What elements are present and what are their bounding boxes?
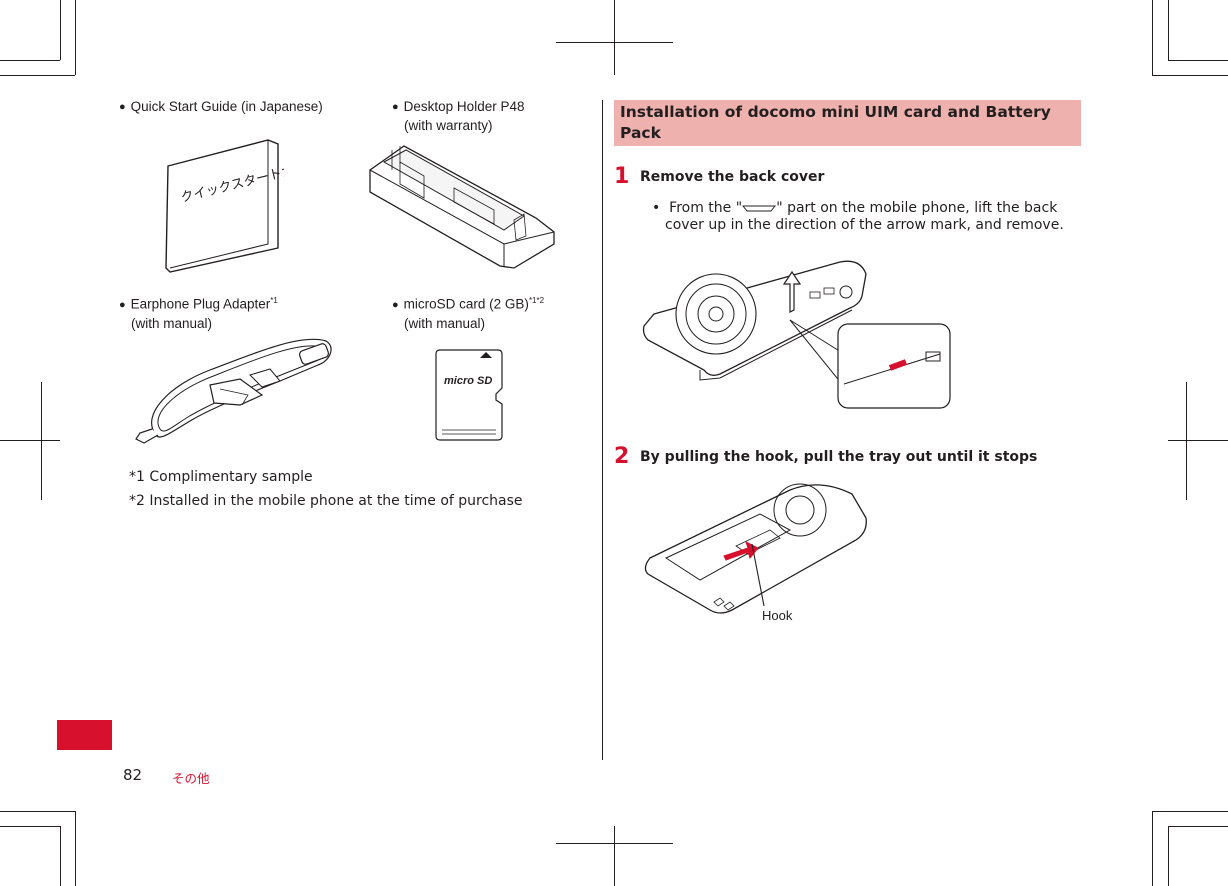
microsd-card-illustration: micro SD (435, 349, 503, 441)
microsd-logo: micro SD (444, 375, 492, 387)
quick-start-guide-illustration: クイックスタートガイド (165, 139, 284, 273)
step-1-description: • From the "" part on the mobile phone, … (652, 200, 1064, 233)
chapter-tab (57, 720, 112, 750)
earphone-adapter-illustration (135, 338, 332, 444)
accessory-microsd-label: ●microSD card (2 GB)*1*2 (with manual) (392, 296, 545, 331)
accessory-earphone-label: ●Earphone Plug Adapter*1 (with manual) (119, 296, 278, 331)
step-2-number: 2 (614, 444, 630, 469)
section-heading: Installation of docomo mini UIM card and… (614, 100, 1081, 146)
step-1-title: Remove the back cover (640, 169, 825, 185)
pull-tray-illustration: Hook (644, 483, 867, 623)
accessory-quick-start-label: ●Quick Start Guide (in Japanese) (119, 99, 323, 114)
page-number: 82 (123, 766, 143, 784)
accessory-desktop-holder-label: ●Desktop Holder P48 (with warranty) (392, 99, 525, 133)
remove-back-cover-illustration (642, 260, 951, 409)
hook-label: Hook (762, 608, 793, 623)
chapter-label: その他 (172, 771, 210, 786)
column-divider (602, 100, 603, 760)
step-1-number: 1 (614, 164, 630, 189)
step-2-title: By pulling the hook, pull the tray out u… (640, 449, 1038, 465)
notch-icon (742, 205, 777, 212)
footnote-2: *2 Installed in the mobile phone at the … (129, 493, 523, 509)
footnote-1: *1 Complimentary sample (129, 469, 313, 485)
desktop-holder-illustration (369, 145, 555, 269)
